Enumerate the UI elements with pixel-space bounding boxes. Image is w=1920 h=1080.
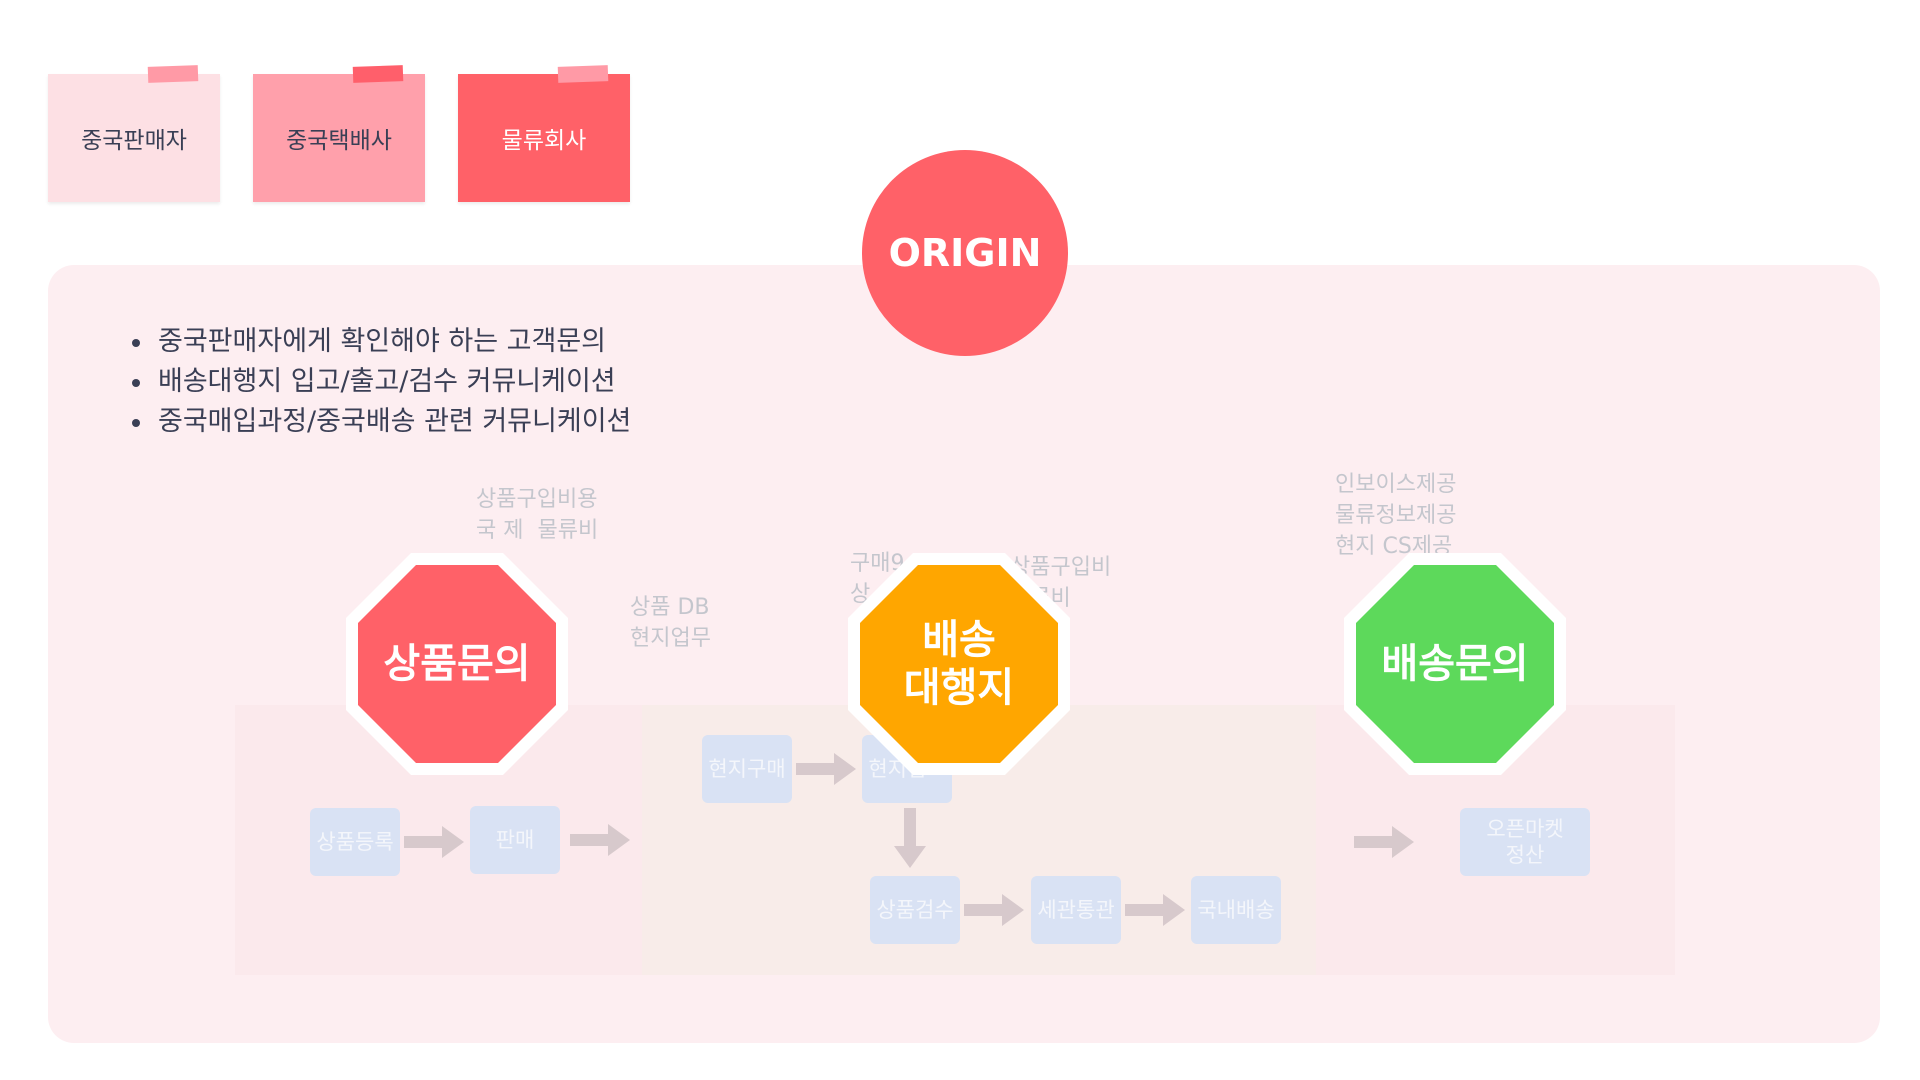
legend-label: 중국판매자	[81, 128, 187, 154]
legend-note-chinese-seller: 중국판매자	[48, 65, 220, 202]
flow-box-local-buy: 현지구매	[702, 735, 792, 803]
tape-decoration	[352, 65, 404, 83]
origin-circle: ORIGIN	[862, 150, 1068, 356]
arrow-right-icon	[1354, 826, 1414, 858]
legend-label: 중국택배사	[286, 128, 392, 154]
arrow-down-icon	[894, 808, 926, 868]
flow-box-domestic: 국내배송	[1191, 876, 1281, 944]
bullet-list: 중국판매자에게 확인해야 하는 고객문의 배송대행지 입고/출고/검수 커뮤니케…	[130, 322, 631, 442]
flow-box-settle: 오픈마켓 정산	[1460, 808, 1590, 876]
annotation-cost: 상품구입비용 국 제 물류비	[476, 487, 599, 543]
stop-label: 배송 대행지	[860, 565, 1058, 763]
annotation-services: 인보이스제공 물류정보제공 현지 CS제공	[1335, 472, 1457, 559]
bullet-item: 중국매입과정/중국배송 관련 커뮤니케이션	[130, 402, 631, 442]
legend-label: 물류회사	[501, 128, 587, 154]
stop-label: 배송문의	[1356, 565, 1554, 763]
legend-note-chinese-courier: 중국택배사	[253, 65, 425, 202]
stop-forwarder: 배송 대행지	[848, 553, 1070, 775]
arrow-right-icon	[404, 826, 464, 858]
flow-box-customs: 세관통관	[1031, 876, 1121, 944]
stop-product-inquiry: 상품문의	[346, 553, 568, 775]
legend-note-logistics-company: 물류회사	[458, 65, 630, 202]
annotation-db: 상품 DB 현지업무	[630, 595, 711, 651]
bullet-item: 중국판매자에게 확인해야 하는 고객문의	[130, 322, 631, 362]
flow-box-register: 상품등록	[310, 808, 400, 876]
tape-decoration	[557, 65, 609, 83]
stop-label: 상품문의	[358, 565, 556, 763]
arrow-right-icon	[1125, 894, 1185, 926]
flow-box-sell: 판매	[470, 806, 560, 874]
flow-box-inspect: 상품검수	[870, 876, 960, 944]
arrow-right-icon	[964, 894, 1024, 926]
bullet-item: 배송대행지 입고/출고/검수 커뮤니케이션	[130, 362, 631, 402]
stop-shipping-inquiry: 배송문의	[1344, 553, 1566, 775]
arrow-right-icon	[796, 753, 856, 785]
tape-decoration	[147, 65, 199, 83]
arrow-right-icon	[570, 824, 630, 856]
